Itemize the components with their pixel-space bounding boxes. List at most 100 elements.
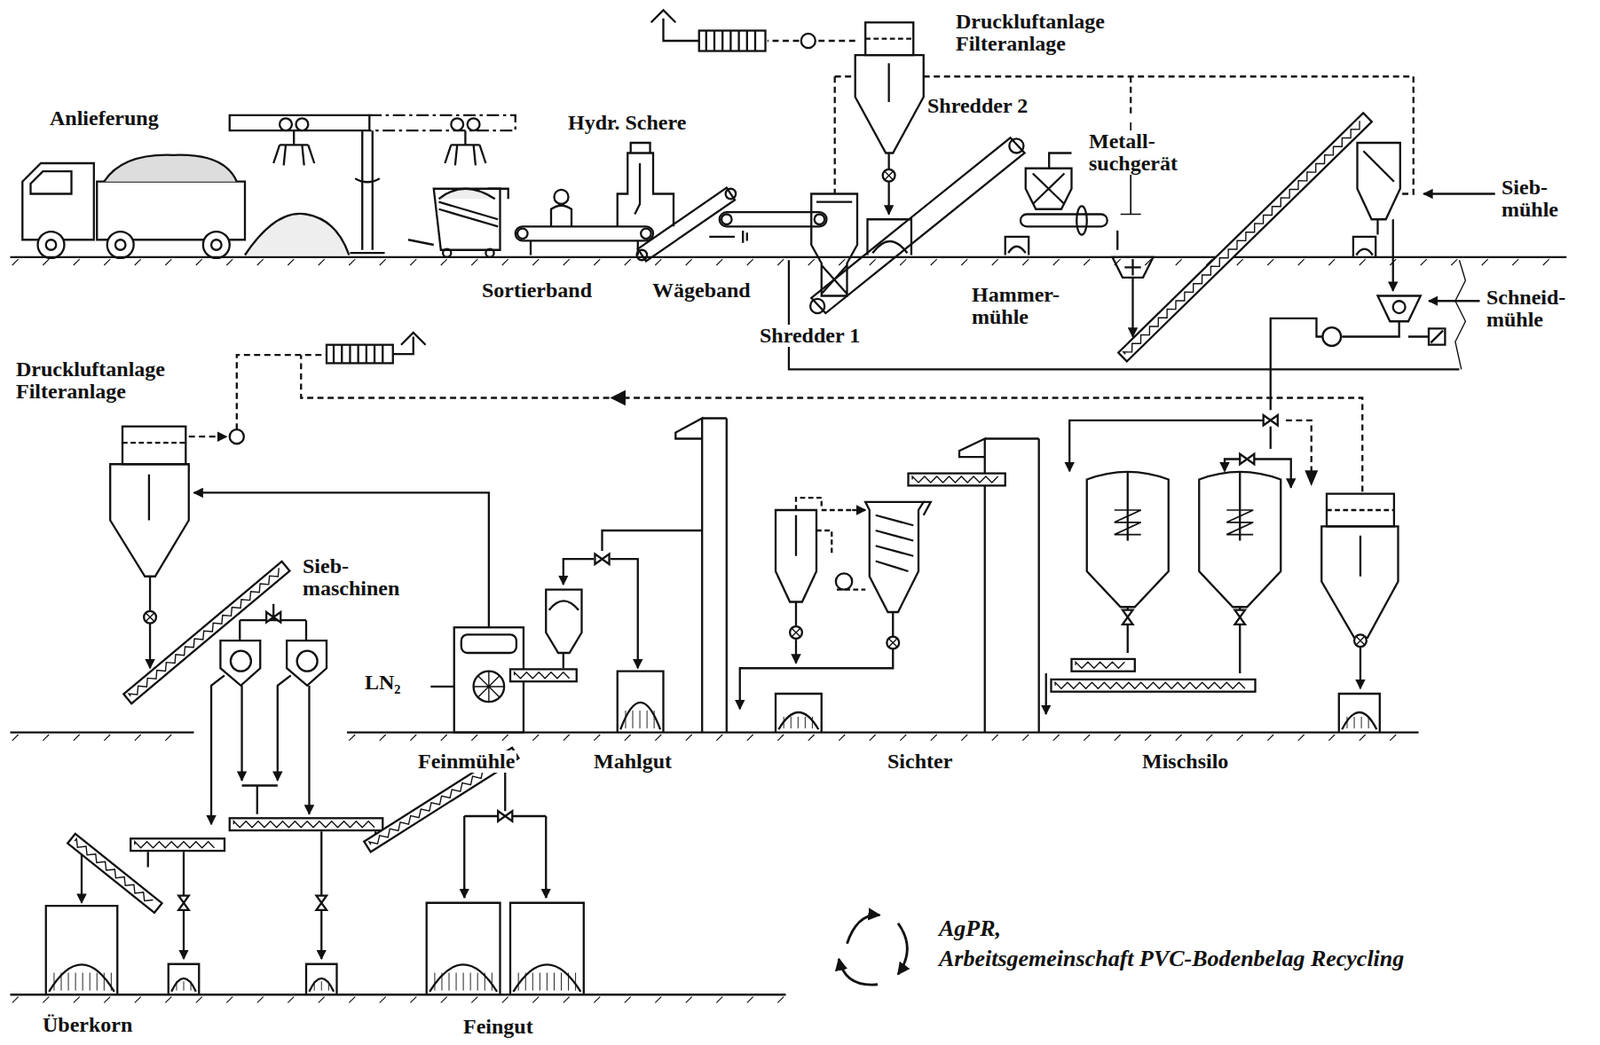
ground-line bbox=[1083, 259, 1090, 266]
collection-bin bbox=[449, 973, 450, 992]
dust-lines bbox=[835, 75, 856, 78]
label: Shredder 1 bbox=[757, 324, 862, 347]
sieve-mill bbox=[1363, 150, 1395, 182]
pit bbox=[1455, 260, 1467, 370]
collection-bin bbox=[1341, 712, 1377, 730]
ground-line bbox=[502, 259, 509, 266]
cutting-mill bbox=[1378, 296, 1421, 323]
collection-bin bbox=[617, 671, 664, 734]
feed-cart bbox=[433, 189, 501, 251]
ground-line bbox=[12, 997, 19, 1004]
ground-line bbox=[165, 734, 172, 741]
filter-unit bbox=[189, 332, 426, 444]
ground-material bbox=[549, 600, 579, 610]
collection-bin bbox=[1361, 717, 1363, 729]
ground-line bbox=[441, 734, 448, 741]
ground-line bbox=[471, 997, 478, 1004]
collection-bin bbox=[82, 973, 84, 992]
ground-line bbox=[685, 997, 693, 1004]
metal-detector bbox=[1020, 214, 1108, 228]
hammer-mill bbox=[1131, 277, 1134, 338]
hammer-mill bbox=[1124, 259, 1141, 276]
sieve-mill bbox=[1357, 142, 1401, 220]
screw-conveyor bbox=[1071, 659, 1135, 672]
label: Anlieferung bbox=[47, 107, 161, 130]
ground-line bbox=[346, 733, 1419, 741]
ground-line bbox=[42, 259, 49, 266]
mixing-silos bbox=[1069, 420, 1264, 473]
label: Sichter bbox=[885, 750, 954, 773]
filter-unit bbox=[651, 10, 677, 24]
collection-bin bbox=[1368, 717, 1370, 729]
label: Druckluftanlage Filteranlage bbox=[953, 10, 1107, 56]
rotary-valve bbox=[1354, 634, 1367, 647]
mixing-silos bbox=[1127, 471, 1241, 541]
label: Feinmühle bbox=[416, 750, 517, 773]
ground-line bbox=[287, 997, 294, 1004]
ground-line bbox=[1389, 259, 1396, 266]
ground-line bbox=[287, 259, 294, 266]
crane bbox=[244, 213, 349, 256]
sieve-mill bbox=[1392, 219, 1395, 292]
collection-bin bbox=[75, 973, 77, 992]
ground-line bbox=[1389, 734, 1396, 741]
fine-mill bbox=[430, 685, 454, 688]
collection-bin bbox=[433, 973, 435, 992]
label: Metall- suchgerät bbox=[1087, 130, 1180, 175]
screw-conveyor bbox=[1071, 659, 1135, 672]
filter-unit bbox=[801, 33, 816, 48]
filter-unit bbox=[326, 345, 394, 364]
ground-line bbox=[441, 997, 448, 1004]
shredder-1 bbox=[816, 201, 852, 204]
feed-cart bbox=[439, 189, 496, 200]
ground-line bbox=[103, 734, 111, 741]
screw-conveyor bbox=[128, 567, 284, 699]
fan-exhaust-top bbox=[816, 39, 856, 42]
label: Sieb- maschinen bbox=[300, 555, 402, 600]
classifier bbox=[851, 509, 866, 512]
sorting-belt bbox=[515, 189, 654, 256]
rotary-valve bbox=[791, 628, 800, 637]
collection-bin bbox=[775, 693, 822, 734]
weighing-belt bbox=[637, 250, 648, 261]
ground-line bbox=[654, 997, 662, 1004]
feed-cart bbox=[442, 249, 451, 258]
fine-mill bbox=[194, 492, 524, 733]
callout-arrows bbox=[1423, 192, 1496, 195]
mixing-silos bbox=[1269, 426, 1272, 450]
collection-bin bbox=[103, 973, 105, 992]
ground-line bbox=[12, 734, 19, 741]
filter-unit bbox=[229, 429, 245, 444]
filter-top bbox=[865, 38, 914, 40]
product-lines bbox=[147, 851, 150, 867]
ground-material bbox=[545, 590, 582, 654]
rotary-valve bbox=[145, 613, 154, 622]
collection-bin bbox=[553, 973, 555, 992]
collection-bin bbox=[783, 717, 785, 729]
screw-conveyor bbox=[1075, 662, 1125, 669]
dust-lines bbox=[834, 76, 836, 194]
filter-right bbox=[1326, 509, 1395, 512]
screw-conveyor bbox=[363, 748, 519, 852]
label: Wägeband bbox=[650, 279, 753, 302]
rotary-valve bbox=[884, 171, 893, 180]
collection-bin bbox=[190, 981, 192, 991]
collection-bin bbox=[778, 712, 819, 730]
ground-line bbox=[777, 997, 784, 1004]
ground-line bbox=[471, 259, 478, 266]
collection-bin bbox=[804, 717, 806, 729]
collection-bin bbox=[314, 981, 316, 991]
hammer-mill bbox=[1112, 257, 1154, 278]
ground-line bbox=[716, 259, 723, 266]
rotary-valve bbox=[789, 626, 803, 639]
shutoff-valve bbox=[178, 896, 190, 911]
flow-arrow bbox=[1306, 471, 1317, 484]
ground-line bbox=[1450, 259, 1458, 266]
metal-detector bbox=[1076, 205, 1088, 235]
collection-bin bbox=[646, 710, 648, 729]
sieve-machines bbox=[307, 685, 310, 815]
label: Überkorn bbox=[40, 1014, 134, 1037]
collection-bin bbox=[48, 964, 115, 992]
ground-line bbox=[961, 734, 968, 741]
filter-unit bbox=[401, 332, 426, 346]
